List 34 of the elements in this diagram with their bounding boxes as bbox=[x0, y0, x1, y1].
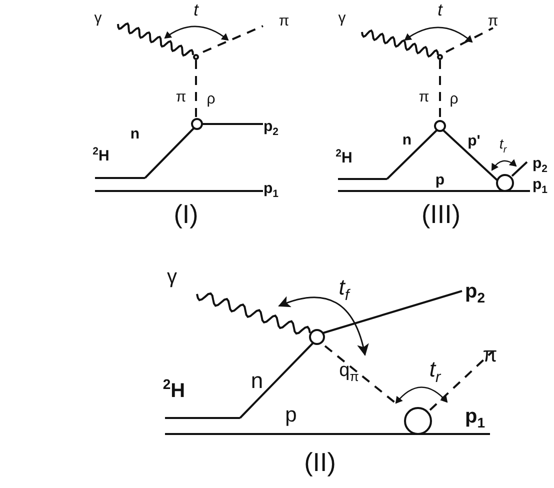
particle-label: n bbox=[402, 132, 412, 148]
panel-label: (III) bbox=[422, 201, 460, 227]
particle-label: p$_{1}$ bbox=[264, 180, 278, 200]
particle-label: t$_{r}$ bbox=[499, 136, 507, 156]
particle-label: t bbox=[194, 2, 198, 18]
particle-label: n bbox=[250, 370, 264, 392]
particle-label: π bbox=[278, 14, 290, 28]
panel-label: (I) bbox=[174, 201, 198, 227]
particle-label: π bbox=[482, 344, 498, 366]
particle-label: γ bbox=[167, 267, 177, 287]
particle-label: π bbox=[418, 90, 430, 104]
particle-label: $^{2}$H bbox=[336, 148, 352, 166]
particle-label: p$_{1}$ bbox=[465, 406, 485, 430]
particle-label: p$_{2}$ bbox=[465, 282, 485, 304]
particle-label: p bbox=[285, 404, 297, 426]
panel-label: (II) bbox=[304, 449, 336, 475]
particle-label: $^{2}$H bbox=[92, 146, 110, 164]
particle-label: p$_{2}$ bbox=[532, 156, 548, 174]
particle-label: π bbox=[488, 14, 498, 28]
particle-label: q$_{π}$ bbox=[339, 360, 359, 384]
particle-label: p' bbox=[468, 134, 480, 148]
particle-label: t$_{r}$ bbox=[429, 358, 441, 386]
particle-label: $^{2}$H bbox=[162, 377, 186, 401]
particle-label: t bbox=[438, 2, 442, 18]
particle-label: ρ bbox=[450, 92, 458, 106]
particle-label: π bbox=[176, 90, 186, 104]
particle-label: ρ bbox=[206, 92, 216, 106]
particle-label: γ bbox=[94, 10, 102, 26]
particle-label: p bbox=[435, 172, 445, 188]
particle-label: γ bbox=[338, 10, 346, 26]
particle-label: p$_{2}$ bbox=[264, 118, 278, 138]
particle-label: t$_{f}$ bbox=[338, 276, 350, 304]
particle-label: n bbox=[130, 126, 140, 142]
particle-label: p$_{1}$ bbox=[532, 176, 548, 196]
